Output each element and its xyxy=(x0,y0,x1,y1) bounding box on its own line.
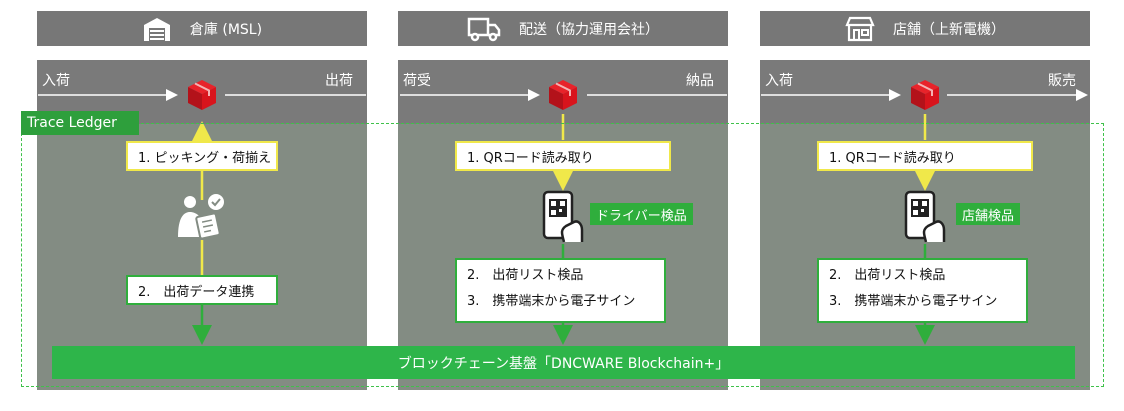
worker-checklist-icon xyxy=(176,193,228,245)
store-header-title: 店舗（上新電機） xyxy=(893,21,1005,38)
phone-qr-icon xyxy=(540,190,586,248)
warehouse-step1: 1. ピッキング・荷揃え xyxy=(126,141,278,171)
package-icon xyxy=(186,78,218,116)
package-icon xyxy=(547,78,579,116)
store-step1: 1. QRコード読み取り xyxy=(817,141,1033,171)
delivery-step2-line1: 2. 出荷リスト検品 xyxy=(467,267,584,283)
store-step2: 2. 出荷リスト検品 3. 携帯端末から電子サイン xyxy=(817,258,1028,323)
delivery-receive-label: 荷受 xyxy=(403,73,431,89)
delivery-header-title: 配送（協力運用会社） xyxy=(519,21,659,38)
warehouse-step2-text: 2. 出荷データ連携 xyxy=(138,284,255,300)
store-step2-line2: 3. 携帯端末から電子サイン xyxy=(829,293,998,309)
warehouse-step2: 2. 出荷データ連携 xyxy=(126,275,278,305)
delivery-deliver-label: 納品 xyxy=(686,73,714,89)
store-in-label: 入荷 xyxy=(765,73,793,89)
warehouse-icon xyxy=(142,16,172,42)
truck-icon xyxy=(467,16,501,42)
driver-inspection-badge: ドライバー検品 xyxy=(590,203,693,225)
warehouse-header-title: 倉庫 (MSL) xyxy=(189,21,263,38)
phone-qr-icon xyxy=(902,190,948,248)
store-inspection-badge: 店舗検品 xyxy=(956,203,1021,225)
store-header: 店舗（上新電機） xyxy=(760,11,1090,46)
warehouse-in-label: 入荷 xyxy=(42,73,70,89)
warehouse-out-label: 出荷 xyxy=(325,73,353,89)
blockchain-platform-bar: ブロックチェーン基盤「DNCWARE Blockchain+」 xyxy=(52,346,1075,379)
delivery-step2: 2. 出荷リスト検品 3. 携帯端末から電子サイン xyxy=(455,258,666,323)
warehouse-header: 倉庫 (MSL) xyxy=(37,11,367,46)
delivery-header: 配送（協力運用会社） xyxy=(398,11,728,46)
store-step2-line1: 2. 出荷リスト検品 xyxy=(829,267,946,283)
trace-ledger-frame xyxy=(21,123,1104,387)
package-icon xyxy=(909,78,941,116)
store-icon xyxy=(845,16,875,42)
delivery-step1: 1. QRコード読み取り xyxy=(455,141,671,171)
delivery-step2-line2: 3. 携帯端末から電子サイン xyxy=(467,293,636,309)
store-sell-label: 販売 xyxy=(1048,73,1076,89)
trace-ledger-label: Trace Ledger xyxy=(21,111,139,135)
